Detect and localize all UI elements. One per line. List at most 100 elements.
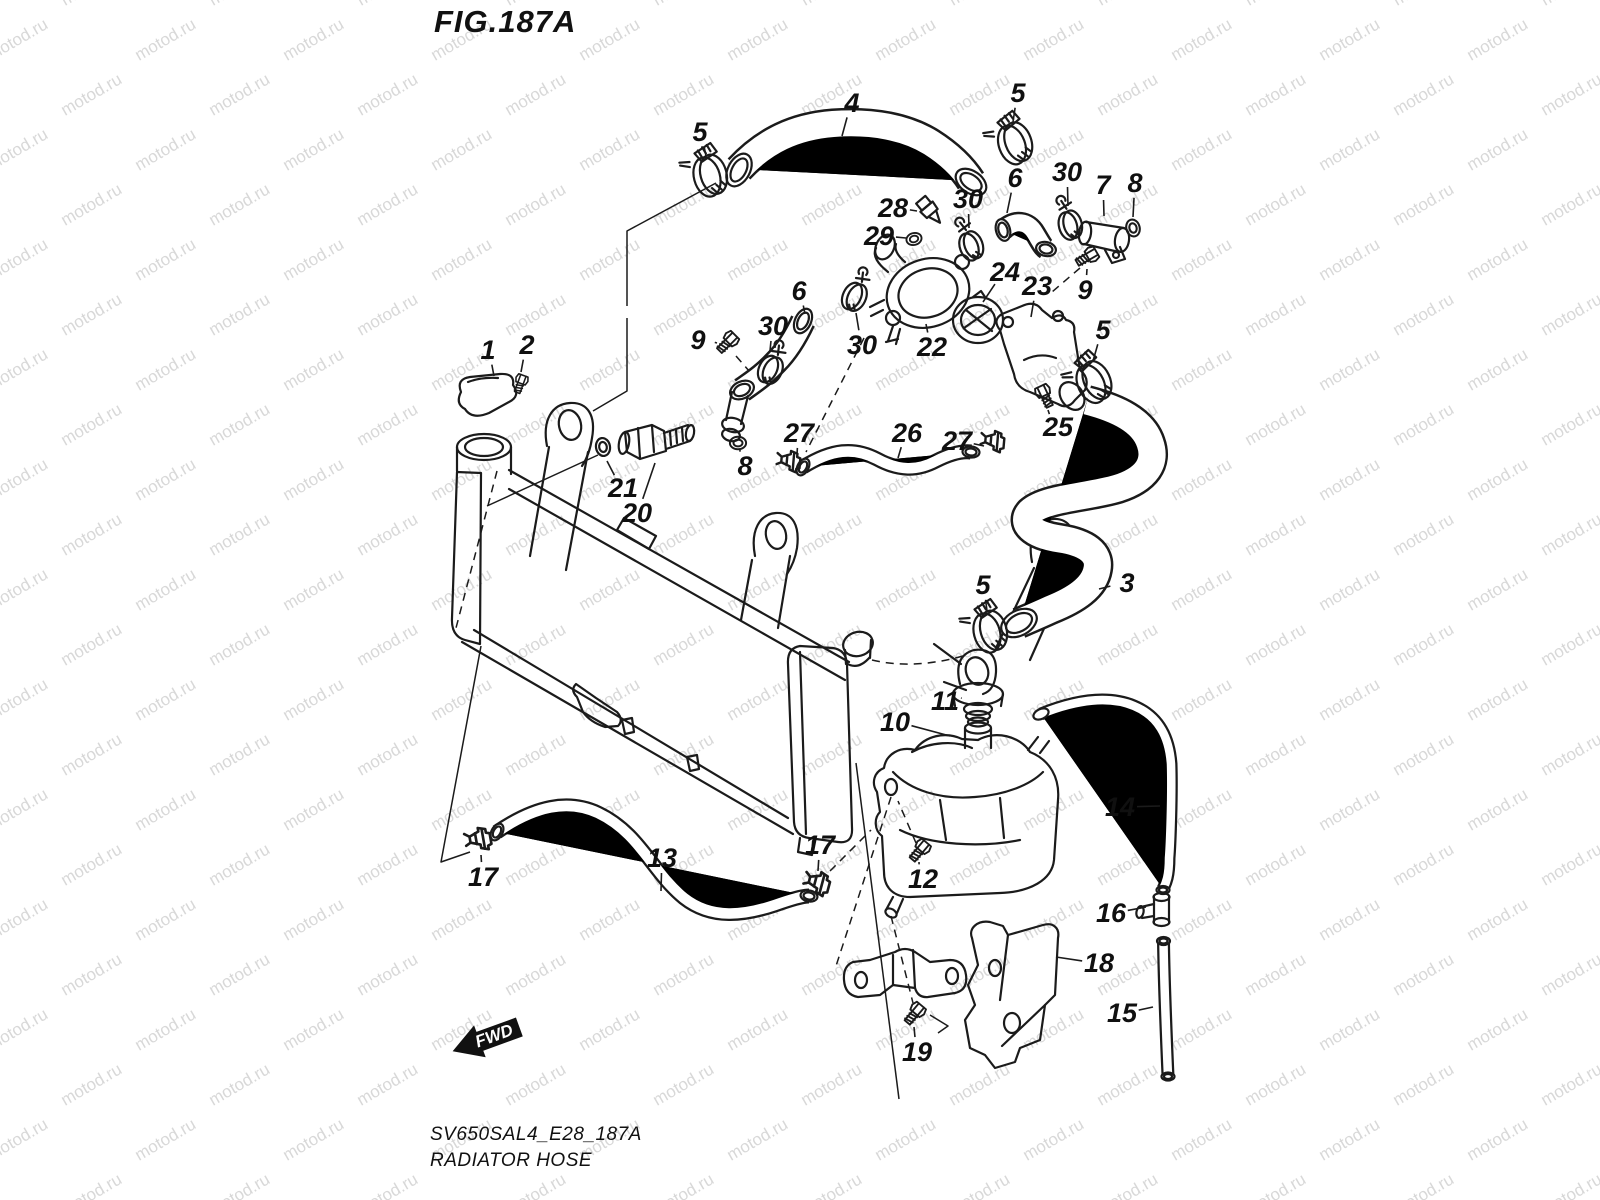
figure-title: FIG.187A [434, 4, 577, 39]
part-number-30: 30 [1052, 157, 1082, 187]
label-leader-line [769, 340, 772, 352]
part-number-21: 21 [607, 473, 638, 503]
label-leader-line [984, 599, 988, 612]
label-leader-line [1055, 956, 1083, 962]
label-leader-line [1006, 192, 1012, 214]
part-number-24: 24 [989, 257, 1020, 287]
inlet-pipe-7 [1077, 220, 1131, 265]
label-leader-line [1098, 585, 1111, 590]
label-leader-line [1127, 906, 1147, 912]
label-leader-line [1132, 197, 1135, 218]
part-number-27: 27 [941, 426, 974, 456]
label-leader-line [973, 442, 985, 447]
label-leader-line [925, 323, 929, 333]
part-number-8: 8 [737, 451, 752, 481]
part-number-5: 5 [1010, 78, 1026, 108]
label-leader-line [982, 283, 996, 303]
part-number-28: 28 [877, 193, 908, 223]
label-leader-line [491, 364, 495, 377]
label-leader-line [802, 305, 806, 315]
part-number-26: 26 [891, 418, 923, 448]
hose-3 [1000, 401, 1152, 643]
thermostat-housing [868, 233, 971, 346]
part-number-29: 29 [863, 221, 894, 251]
part-number-9: 9 [1077, 275, 1092, 305]
label-leader-line [909, 209, 918, 212]
clip-17-left [462, 824, 494, 855]
thermostat-24 [951, 289, 1005, 345]
part-number-5: 5 [692, 117, 708, 147]
label-leader-line [606, 460, 616, 476]
filler-neck [455, 432, 513, 476]
part-number-10: 10 [880, 707, 910, 737]
part-number-30: 30 [847, 330, 877, 360]
part-number-7: 7 [1095, 170, 1112, 200]
part-number-19: 19 [902, 1037, 932, 1067]
hose-6-left [727, 307, 816, 403]
hose-15 [1155, 937, 1176, 1081]
bracket-stay-left [842, 947, 968, 999]
bolt-9-right [1072, 244, 1102, 271]
part-number-5: 5 [975, 570, 991, 600]
clamp-5-hose4-left [675, 139, 733, 204]
part-number-17: 17 [468, 862, 500, 892]
t-joint-16 [1135, 891, 1171, 928]
part-number-14: 14 [1105, 792, 1135, 822]
label-leader-line [520, 359, 525, 373]
thermostat-cover-23 [995, 302, 1088, 411]
part-number-1: 1 [480, 335, 495, 365]
hose-6-right [993, 218, 1057, 258]
reference-lines [440, 182, 949, 1100]
label-leader-line [841, 117, 848, 137]
temp-sensor-28 [915, 194, 942, 224]
label-leader-line [855, 312, 860, 331]
label-leader-line [1138, 1006, 1154, 1011]
label-leader-line [913, 1026, 916, 1038]
label-leader-line [1066, 186, 1069, 207]
part-number-23: 23 [1021, 271, 1052, 301]
label-leader-line [714, 341, 718, 344]
reservoir-cap [951, 681, 1005, 750]
part-number-9: 9 [690, 325, 705, 355]
reservoir-tank [872, 734, 1060, 919]
label-leader-line [895, 236, 907, 239]
fwd-arrow: FWD [452, 1017, 523, 1058]
oring-29 [904, 230, 924, 248]
mount-stay [932, 642, 998, 696]
clip-27-right [978, 428, 1007, 454]
bolt-25 [1032, 382, 1058, 411]
dashed-lines [455, 267, 1081, 1004]
radiator-cap [457, 372, 518, 417]
part-number-25: 25 [1042, 412, 1074, 442]
label-leader-line [1012, 107, 1016, 123]
part-number-3: 3 [1119, 568, 1134, 598]
part-number-22: 22 [916, 332, 947, 362]
bolt-19 [900, 999, 929, 1029]
union-20 [617, 423, 696, 461]
hose-13 [489, 806, 819, 914]
part-number-30: 30 [953, 184, 983, 214]
oring-8-upper [1123, 216, 1143, 240]
mount-stay [739, 511, 799, 630]
part-number-30: 30 [758, 311, 788, 341]
footer-figure-name: RADIATOR HOSE [430, 1150, 593, 1171]
part-number-17: 17 [805, 830, 837, 860]
bracket-18 [963, 920, 1060, 1070]
mount-stay [528, 401, 595, 572]
part-number-13: 13 [647, 843, 677, 873]
part-number-5: 5 [1095, 315, 1111, 345]
label-leader-line [1092, 344, 1099, 362]
footer-model-code: SV650SAL4_E28_187A [430, 1124, 642, 1145]
part-number-20: 20 [621, 498, 652, 528]
part-number-2: 2 [518, 330, 534, 360]
bolt-12 [905, 836, 934, 866]
part-number-16: 16 [1096, 898, 1127, 928]
label-leader-line [897, 446, 903, 459]
radiator [450, 401, 1076, 857]
part-number-18: 18 [1084, 948, 1114, 978]
part-number-8: 8 [1127, 168, 1142, 198]
label-leader-line [703, 146, 707, 157]
